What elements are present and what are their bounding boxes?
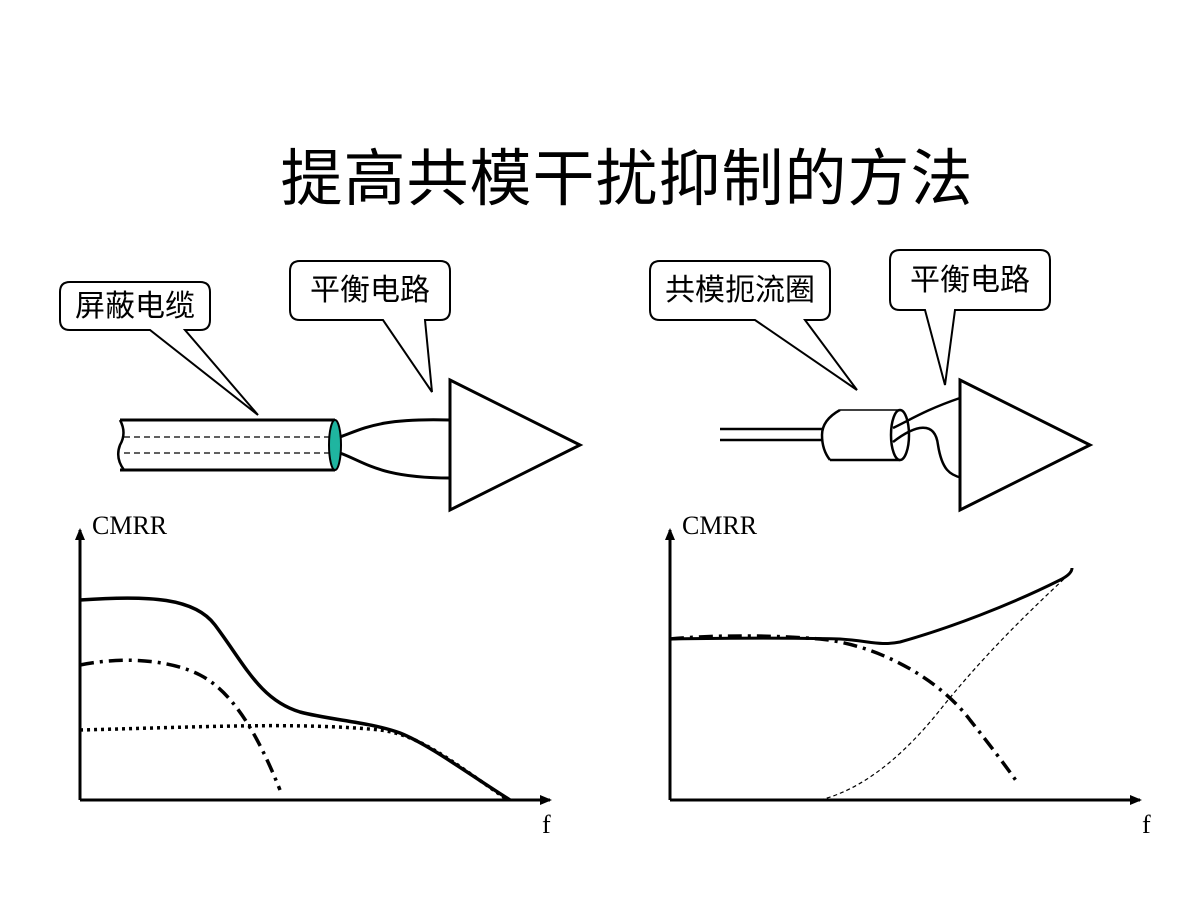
right-y-axis-label: CMRR [682, 511, 758, 540]
cable-end-cap [328, 419, 342, 471]
right-curve-dashdot [669, 634, 1019, 784]
callout-circuit-label-right: 平衡电路 [910, 263, 1030, 298]
callout-circuit-bubble-right [889, 249, 1051, 386]
left-curve-solid [79, 596, 511, 802]
callout-cable-bubble [59, 281, 259, 416]
callout-cable-label: 屏蔽电缆 [75, 289, 195, 324]
page-title-text: 提高共模干扰抑制的方法 [280, 142, 974, 215]
left-x-axis-label: f [542, 810, 551, 839]
callout-common-mode-choke: 共模扼流圈 [649, 260, 858, 391]
left-curve-dotted [79, 723, 506, 800]
common-mode-choke [820, 408, 911, 462]
left-cmrr-chart: CMRR f [75, 511, 552, 839]
page-title: 提高共模干扰抑制的方法 [0, 128, 1200, 218]
shielded-cable [116, 418, 451, 480]
left-y-axis-label: CMRR [92, 511, 168, 540]
callout-circuit-label-left: 平衡电路 [310, 273, 430, 308]
callout-choke-label: 共模扼流圈 [665, 273, 815, 308]
left-curve-dashdot [79, 658, 282, 791]
balanced-amplifier-left [448, 377, 584, 513]
balanced-amplifier-right [958, 377, 1094, 513]
callout-choke-bubble [649, 260, 858, 391]
callout-shielded-cable: 屏蔽电缆 [59, 281, 259, 416]
right-curve-solid [669, 567, 1074, 645]
left-shielded-cable-diagram: 屏蔽电缆 平衡电路 [59, 260, 584, 513]
right-choke-diagram: 共模扼流圈 平衡电路 [649, 249, 1094, 513]
callout-circuit-bubble-left [289, 260, 451, 393]
right-curve-dashed [819, 577, 1066, 801]
callout-balanced-circuit-right: 平衡电路 [889, 249, 1051, 386]
right-cmrr-chart: CMRR f [665, 511, 1151, 839]
callout-balanced-circuit-left: 平衡电路 [289, 260, 451, 393]
right-x-axis-label: f [1142, 810, 1151, 839]
